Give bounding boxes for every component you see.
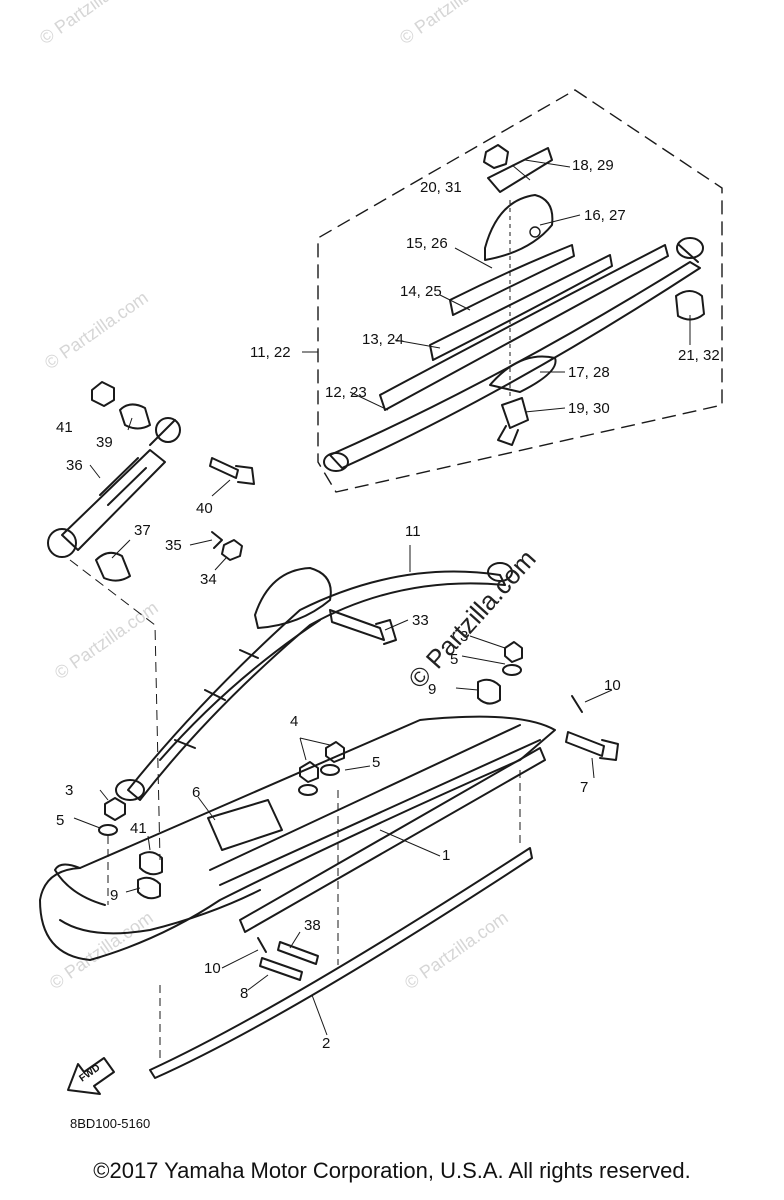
watermark-tl: © Partzilla.com — [36, 0, 147, 48]
fwd-label: FWD — [77, 1062, 102, 1084]
callout-38: 38 — [304, 917, 321, 934]
callout-19-30: 19, 30 — [568, 400, 610, 417]
ski — [39, 641, 619, 1079]
forward-arrow-icon: FWD — [67, 1057, 115, 1095]
callout-20-31: 20, 31 — [420, 179, 462, 196]
callout-36: 36 — [66, 457, 83, 474]
callout-11: 11 — [405, 523, 421, 540]
callout-9-left: 9 — [110, 887, 118, 904]
callout-13-24: 13, 24 — [362, 331, 404, 348]
callout-6: 6 — [192, 784, 200, 801]
callout-5-left: 5 — [56, 812, 64, 829]
watermark-ll: © Partzilla.com — [51, 597, 162, 683]
callout-1: 1 — [442, 847, 450, 864]
callout-5-right: 5 — [450, 651, 458, 668]
callout-34: 34 — [200, 571, 217, 588]
callout-15-26: 15, 26 — [406, 235, 448, 252]
watermark-tc: © Partzilla.com — [396, 0, 507, 48]
callout-41-top: 41 — [56, 419, 73, 436]
callouts: 18, 29 20, 31 16, 27 15, 26 14, 25 13, 2… — [56, 157, 720, 1052]
callout-33: 33 — [412, 612, 429, 629]
callout-9-right: 9 — [428, 681, 436, 698]
callout-37: 37 — [134, 522, 151, 539]
watermark-ml: © Partzilla.com — [41, 287, 152, 373]
callout-10-right: 10 — [604, 677, 621, 694]
callout-40: 40 — [196, 500, 213, 517]
callout-11-22: 11, 22 — [250, 344, 291, 361]
leaf-spring-assembly-exploded — [323, 144, 705, 472]
copyright-notice: ©2017 Yamaha Motor Corporation, U.S.A. A… — [93, 1158, 691, 1183]
callout-10-left: 10 — [204, 960, 221, 977]
callout-16-27: 16, 27 — [584, 207, 626, 224]
callout-3-left: 3 — [65, 782, 73, 799]
diagram-code: 8BD100-5160 — [70, 1116, 150, 1131]
callout-7: 7 — [580, 779, 588, 796]
exploded-view-boundary — [317, 89, 723, 493]
callout-4: 4 — [290, 713, 298, 730]
callout-21-32: 21, 32 — [678, 347, 720, 364]
callout-8: 8 — [240, 985, 248, 1002]
callout-12-23: 12, 23 — [325, 384, 367, 401]
callout-14-25: 14, 25 — [400, 283, 442, 300]
callout-18-29: 18, 29 — [572, 157, 614, 174]
shock-absorber — [47, 381, 255, 861]
leaf-spring-assembled — [115, 562, 513, 801]
watermarks: © Partzilla.com © Partzilla.com © Partzi… — [36, 0, 512, 993]
callout-39: 39 — [96, 434, 113, 451]
callout-2: 2 — [322, 1035, 330, 1052]
callout-17-28: 17, 28 — [568, 364, 610, 381]
callout-5-mid: 5 — [372, 754, 380, 771]
callout-41-bottom: 41 — [130, 820, 147, 837]
callout-35: 35 — [165, 537, 182, 554]
callout-3-right: 3 — [460, 628, 468, 645]
leader-lines — [73, 159, 691, 1036]
